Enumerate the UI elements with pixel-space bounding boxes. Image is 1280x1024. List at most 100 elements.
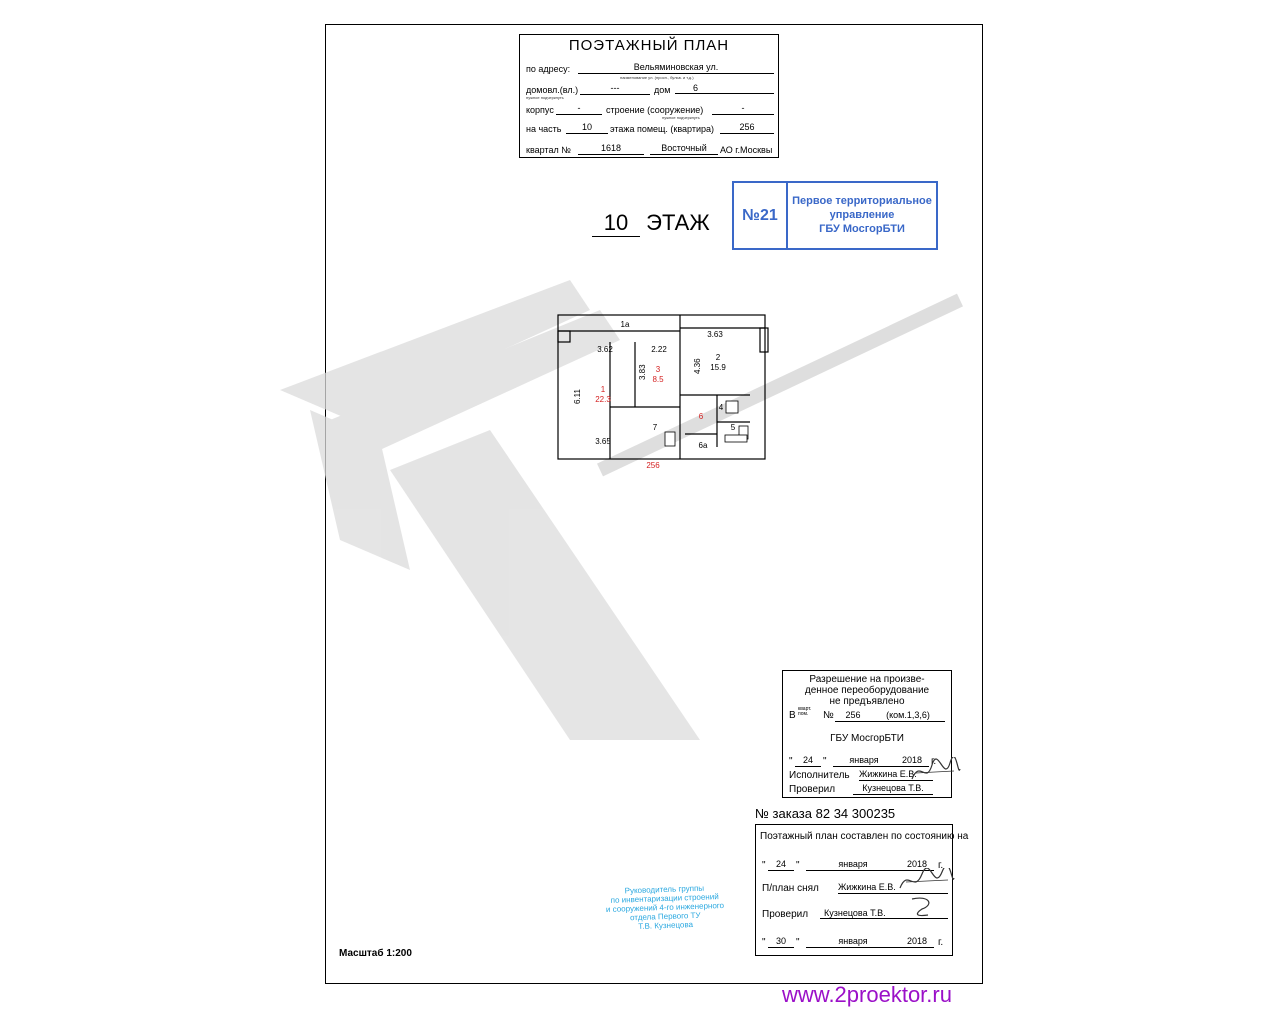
state-q3: " — [762, 937, 766, 948]
domovl-value: --- — [580, 83, 650, 95]
address-hint: наименование ул. (просп., бульв. и т.д.) — [620, 75, 694, 80]
perm-q2: " — [823, 756, 827, 767]
district-value: Восточный — [650, 143, 718, 155]
kvartal-label: квартал № — [526, 145, 571, 155]
dim-436: 4.36 — [693, 358, 702, 374]
document-sheet — [325, 24, 983, 984]
perm-v-label: В — [789, 710, 796, 721]
kvartal-value: 1618 — [578, 143, 644, 155]
site-url[interactable]: www.2proektor.ru — [782, 982, 952, 1007]
state-q4: " — [796, 937, 800, 948]
floor-number: 10 — [592, 210, 640, 237]
state-box: Поэтажный план составлен по состоянию на… — [755, 824, 968, 956]
perm-org: ГБУ МосгорБТИ — [830, 733, 904, 744]
stamp-line-1: Первое территориальное — [792, 195, 932, 207]
hint-needed-2: нужное подчеркнуть — [662, 115, 700, 120]
inventory-stamp: Руководитель группы по инвентаризации ст… — [584, 882, 745, 933]
hint-needed-1: нужное подчеркнуть — [526, 95, 564, 100]
scale-label: Масштаб 1:200 — [339, 948, 412, 959]
ao-text: АО г.Москвы — [720, 145, 773, 155]
perm-checked-label: Проверил — [789, 784, 836, 795]
floor-text: этажа помещ. (квартира) — [610, 124, 715, 134]
header-title: ПОЭТАЖНЫЙ ПЛАН — [568, 37, 730, 54]
state-checked-label: Проверил — [762, 909, 809, 920]
korpus-label: корпус — [526, 105, 554, 115]
state-month-2: января — [806, 936, 900, 948]
stroenie-label: строение (сооружение) — [606, 105, 704, 115]
perm-day: 24 — [795, 755, 821, 767]
dom-label: дом — [654, 85, 671, 95]
area-159: 15.9 — [710, 363, 726, 372]
perm-rooms: (ком.1,3,6) — [871, 710, 945, 722]
state-year-1: 2018 — [900, 859, 934, 871]
label-1a: 1а — [621, 320, 630, 329]
dim-383: 3.83 — [638, 364, 647, 380]
watermark-logo — [280, 280, 963, 740]
signature-2 — [899, 868, 955, 889]
header-box: ПОЭТАЖНЫЙ ПЛАН по адресу: Вельяминовская… — [519, 34, 779, 158]
room-6: 6 — [699, 412, 704, 421]
floor-plan: 1а 3.62 2.22 3.63 2 15.9 1 22.3 3 8.5 4 … — [557, 314, 769, 470]
state-taken-label: П/план снял — [762, 883, 819, 894]
apartment-number: 256 — [646, 461, 660, 470]
floor-word: ЭТАЖ — [646, 210, 710, 235]
perm-q1: " — [789, 756, 793, 767]
area-223: 22.3 — [595, 395, 611, 404]
perm-year: 2018 — [895, 755, 929, 767]
dim-363: 3.63 — [707, 330, 723, 339]
perm-executor-label: Исполнитель — [789, 770, 850, 781]
room-6a: 6а — [699, 441, 708, 450]
state-q1: " — [762, 860, 766, 871]
stroenie-value: - — [712, 103, 774, 115]
stamp-number: №21 — [734, 183, 788, 248]
perm-kvart-small: кварт. пом. — [798, 706, 812, 717]
stamp-text: Первое территориальное управление ГБУ Мо… — [788, 194, 936, 236]
dim-611: 6.11 — [573, 388, 582, 404]
domovl-label: домовл.(вл.) — [526, 85, 579, 95]
part-value: 10 — [566, 122, 608, 134]
signature-3 — [911, 897, 930, 917]
state-title: Поэтажный план составлен по состоянию на — [760, 831, 969, 842]
signature-1 — [911, 757, 961, 780]
address-label: по адресу: — [526, 64, 571, 74]
room-2: 2 — [716, 353, 721, 362]
address-value: Вельяминовская ул. — [578, 62, 774, 74]
order-number: № заказа 82 34 300235 — [755, 806, 895, 821]
state-checked-name: Кузнецова Т.В. — [820, 908, 948, 919]
state-g-2: г. — [938, 937, 944, 948]
order-label: № заказа — [755, 806, 812, 821]
perm-line-2: денное переоборудование — [804, 685, 930, 696]
apartment-value: 256 — [720, 122, 774, 134]
state-day-2: 30 — [768, 936, 794, 948]
dim-362: 3.62 — [597, 345, 613, 354]
room-4: 4 — [719, 403, 724, 412]
korpus-value: - — [556, 103, 602, 115]
apartment-outline — [557, 314, 766, 460]
bti-stamp: №21 Первое территориальное управление ГБ… — [732, 181, 938, 250]
dim-365: 3.65 — [595, 437, 611, 446]
state-month-1: января — [806, 859, 900, 871]
floor-heading: 10 ЭТАЖ — [592, 210, 710, 237]
perm-month: января — [833, 755, 895, 767]
room-3: 3 — [656, 365, 661, 374]
part-label: на часть — [526, 124, 562, 134]
state-q2: " — [796, 860, 800, 871]
perm-no-label: № — [823, 710, 834, 721]
area-85: 8.5 — [652, 375, 664, 384]
stamp-line-2: управление — [829, 209, 895, 221]
state-g-1: г. — [938, 860, 944, 871]
state-taken-name: Жижкина Е.В. — [838, 882, 948, 894]
room-7: 7 — [653, 423, 658, 432]
dom-value: 6 — [675, 83, 774, 94]
stamp-line-3: ГБУ МосгорБТИ — [819, 223, 905, 235]
permission-box: Разрешение на произве- денное переоборуд… — [782, 670, 952, 798]
perm-line-1: Разрешение на произве- — [809, 674, 925, 685]
order-value: 82 34 300235 — [815, 806, 896, 821]
state-day-1: 24 — [768, 859, 794, 871]
room-5: 5 — [731, 423, 736, 432]
room-1: 1 — [601, 385, 606, 394]
dim-222: 2.22 — [651, 345, 667, 354]
perm-number: 256 — [835, 710, 871, 722]
perm-checked-name: Кузнецова Т.В. — [853, 783, 933, 795]
perm-line-3: не предъявлено — [829, 696, 905, 707]
